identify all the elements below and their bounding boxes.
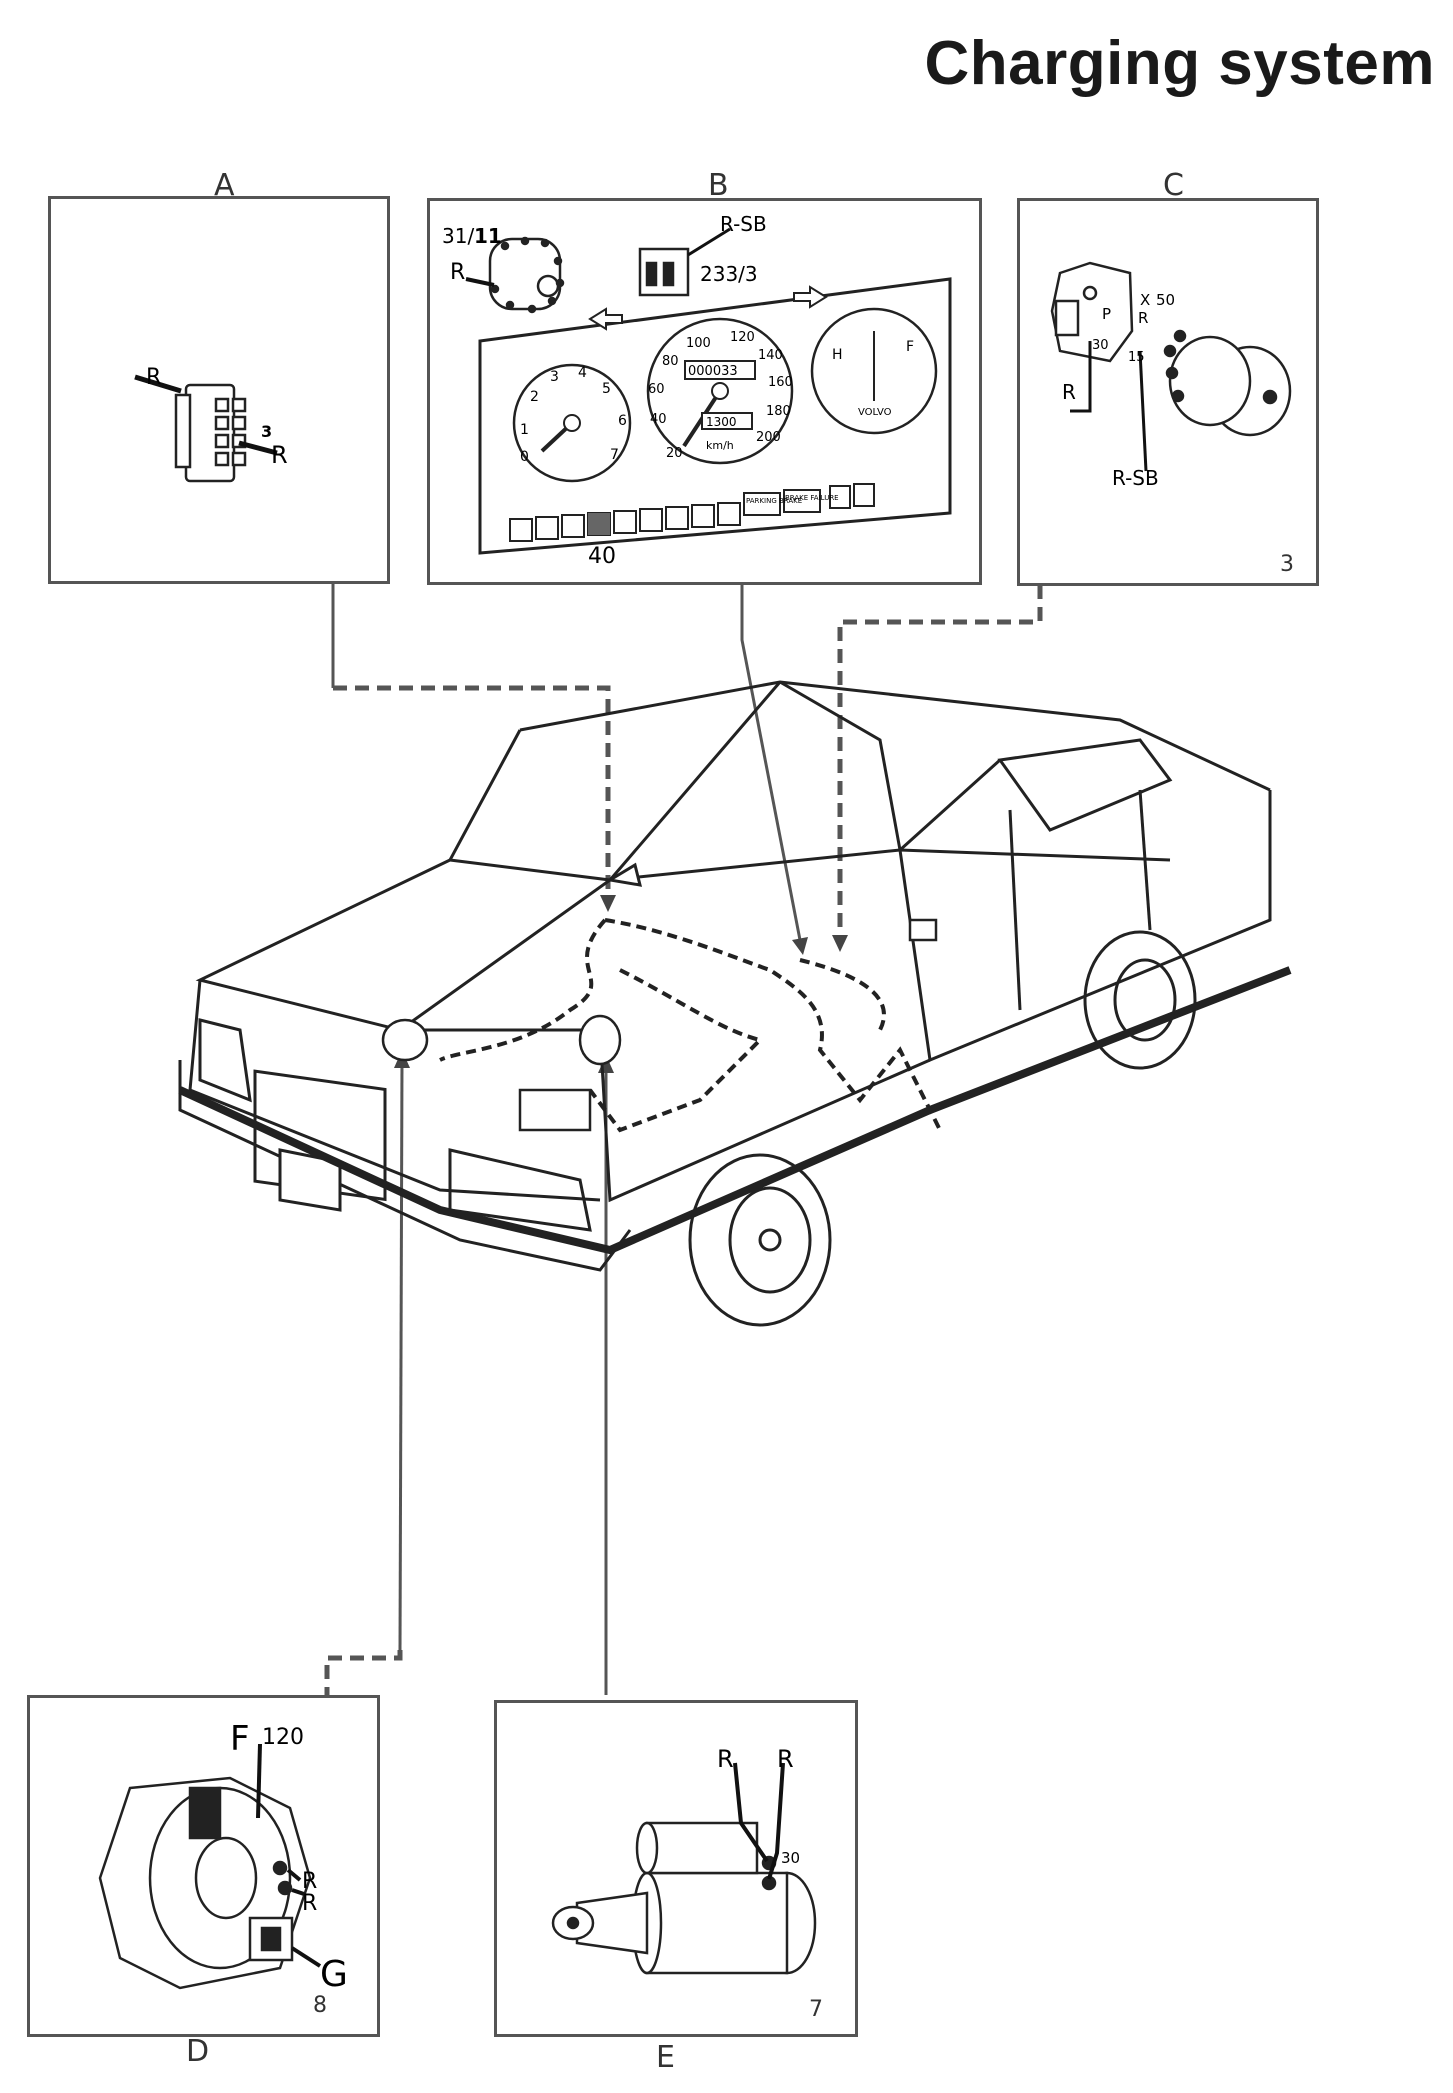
panel-letter-b: B [708,168,729,203]
wire-label-rsb: R-SB [720,212,767,236]
line-c-dashed [837,585,1043,935]
panel-d: F 120 R R G 8 [27,1695,380,2037]
speed-20: 20 [666,446,683,461]
panel-letter-d: D [186,2034,210,2069]
wire-label-rsb: R-SB [1112,466,1159,490]
rev-0: 0 [520,449,529,465]
parking-brake-label: PARKING BRAKE [746,497,802,505]
panel-b-number: 40 [588,544,616,569]
panel-e: R R 30 7 [494,1700,858,2037]
wire-label-r1: R [302,1869,317,1894]
panel-a: R R 3 [48,196,390,584]
pos-p: P [1102,305,1111,323]
panel-b: 31/ 11 R R-SB 233/3 0 1 2 3 4 5 6 7 0000… [427,198,982,585]
brake-failure-label: BRAKE FAILURE [785,494,839,502]
panel-e-number: 7 [809,1997,823,2022]
speed-200: 200 [756,430,781,445]
rev-7: 7 [610,447,619,463]
pos-30: 30 [1092,338,1109,353]
rev-2: 2 [530,389,539,405]
wire-label-r2: R [271,441,288,469]
terminal-30: 30 [781,1849,800,1867]
terminal-g: G [320,1954,348,1995]
connector-plug-illustration: R R 3 [134,365,288,483]
panel-c: X 50 P R 30 15 R R-SB 3 [1017,198,1319,586]
wire-label-r1: R [717,1745,734,1773]
panel-letter-c: C [1163,168,1184,203]
turn-left-arrow-icon [588,307,623,331]
wire-label-r2: R [777,1745,794,1773]
fuel-f-label: F [906,339,914,355]
odometer: 000033 [688,364,738,379]
rev-4: 4 [578,365,587,381]
pos-50: 50 [1156,291,1175,309]
page-title: Charging system [924,29,1435,98]
speed-180: 180 [766,404,791,419]
speed-140: 140 [758,348,783,363]
pos-r: R [1138,309,1148,327]
pos-15: 15 [1128,350,1145,365]
speed-80: 80 [662,354,679,369]
wire-label-r1: R [146,365,161,390]
trip-meter: 1300 [706,415,737,429]
turn-right-arrow-icon [793,285,828,309]
line-a-dashed [333,685,611,895]
wire-label-r: R [1062,380,1076,404]
panel-letter-e: E [656,2040,675,2075]
line-b [740,585,802,941]
speed-60: 60 [648,382,665,397]
rev-6: 6 [618,413,627,429]
terminal-f: F [230,1719,250,1759]
car-illustration [178,680,1292,1327]
panel-c-number: 3 [1280,552,1294,577]
instrument-cluster-illustration: 31/ 11 R R-SB 233/3 0 1 2 3 4 5 6 7 0000… [442,212,952,569]
code-31-11: 31/ [442,224,474,248]
rev-3: 3 [550,369,559,385]
line-d [398,1059,404,1651]
speed-unit: km/h [706,439,734,452]
code-11: 11 [474,224,502,248]
temp-h-label: H [832,347,843,363]
wire-120: 120 [262,1725,304,1750]
relay-code-233-3: 233/3 [700,262,758,286]
rev-1: 1 [520,422,529,438]
panel-d-number: 8 [313,1993,327,2018]
rev-5: 5 [602,381,611,397]
speed-100: 100 [686,336,711,351]
ignition-switch-illustration: X 50 P R 30 15 R R-SB [1050,261,1292,490]
starter-motor-illustration: R R 30 [551,1745,817,1975]
charge-warning-light [588,513,610,535]
brand-label: VOLVO [858,407,892,418]
speed-120: 120 [730,330,755,345]
line-d-dashed [324,1650,403,1695]
pin-label-3: 3 [261,422,272,441]
pos-x: X [1140,291,1150,309]
wire-label-r: R [450,260,465,285]
speed-160: 160 [768,375,793,390]
wire-label-r2: R [302,1891,317,1916]
panel-letter-a: A [214,168,235,203]
alternator-illustration: F 120 R R G [98,1719,348,1995]
speed-40: 40 [650,412,667,427]
